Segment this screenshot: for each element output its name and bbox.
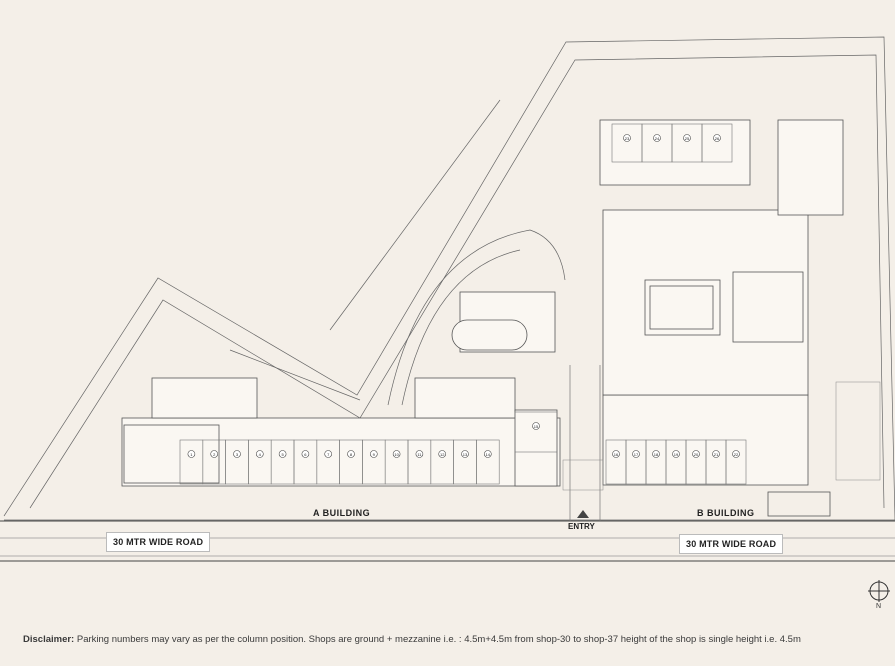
shop-12-marker: [438, 450, 447, 458]
shop-17-number: 17: [634, 452, 639, 457]
shop-16-number: 16: [614, 452, 619, 457]
shop-14: [476, 439, 500, 485]
shop-13-marker: [461, 450, 469, 458]
shop-12-number: 12: [440, 452, 445, 457]
north-arrow-icon: [868, 580, 890, 602]
driveway-curve: [387, 229, 566, 406]
setback-line: [29, 54, 885, 509]
shop-7-marker: [324, 450, 333, 458]
shop-11-number: 11: [417, 452, 422, 457]
shop-26: [701, 123, 733, 163]
shop-25-number: 25: [685, 136, 690, 141]
shop-4-marker: [255, 450, 264, 458]
shop-10-number: 10: [394, 452, 399, 457]
shop-23-marker: [623, 134, 631, 142]
shop-22-marker: [732, 450, 740, 458]
shop-16-marker: [612, 450, 620, 458]
entry-arrow-icon: [577, 510, 589, 518]
shop-15: [514, 411, 558, 453]
shop-14-number: 14: [486, 452, 491, 457]
site-boundary: [3, 36, 895, 521]
road-label-right: 30 MTR WIDE ROAD: [679, 534, 784, 554]
shop-2-marker: [210, 450, 218, 458]
shop-4-number: 4: [259, 452, 262, 457]
north-label: N: [876, 603, 882, 610]
shop-10-marker: [392, 450, 401, 458]
shop-7-number: 7: [327, 452, 330, 457]
shop-19-marker: [672, 450, 680, 458]
shop-19-number: 19: [674, 452, 679, 457]
disclaimer-label: Disclaimer:: [23, 634, 75, 645]
shop-6-number: 6: [304, 452, 307, 457]
shop-21-marker: [712, 450, 720, 458]
shop-15-number: 15: [534, 424, 539, 429]
b-building-label: B BUILDING: [697, 508, 755, 518]
shop-25-marker: [683, 134, 691, 142]
shop-1-number: 1: [190, 452, 193, 457]
shop-20-marker: [692, 450, 700, 458]
shop-14-marker: [483, 450, 492, 458]
shop-11-marker: [415, 450, 424, 458]
shop-9-number: 9: [373, 452, 376, 457]
shop-26-marker: [713, 134, 721, 142]
shop-22: [725, 439, 747, 485]
shop-24-number: 24: [655, 136, 660, 141]
shop-1-marker: [187, 450, 196, 458]
disclaimer-text: Parking numbers may vary as per the colu…: [74, 634, 801, 645]
shop-2-number: 2: [213, 452, 216, 457]
disclaimer: Disclaimer: Parking numbers may vary as …: [23, 634, 883, 645]
shop-18-number: 18: [654, 452, 659, 457]
shop-9-marker: [369, 450, 378, 458]
shop-20-number: 20: [694, 452, 699, 457]
shop-21-number: 21: [714, 452, 719, 457]
entry-label: ENTRY: [568, 522, 595, 531]
shop-23-number: 23: [625, 136, 630, 141]
shop-3-number: 3: [236, 452, 239, 457]
shop-15-marker: [532, 422, 540, 430]
shop-3-marker: [233, 450, 241, 458]
shop-5-marker: [278, 450, 287, 458]
shop-18-marker: [652, 450, 660, 458]
shop-22-number: 22: [734, 452, 739, 457]
shop-13-number: 13: [463, 452, 468, 457]
shop-17-marker: [632, 450, 640, 458]
road-label-left: 30 MTR WIDE ROAD: [106, 532, 211, 552]
a-building-label: A BUILDING: [313, 508, 371, 518]
shop-6-marker: [301, 450, 310, 458]
shop-8-marker: [347, 450, 355, 458]
b-building-shops: 16 17 18 19 20 21 22 23 24 25 26: [605, 123, 747, 485]
shop-5-number: 5: [281, 452, 284, 457]
shop-24-marker: [653, 134, 661, 142]
shop-8-number: 8: [350, 452, 353, 457]
shop-26-number: 26: [715, 136, 720, 141]
